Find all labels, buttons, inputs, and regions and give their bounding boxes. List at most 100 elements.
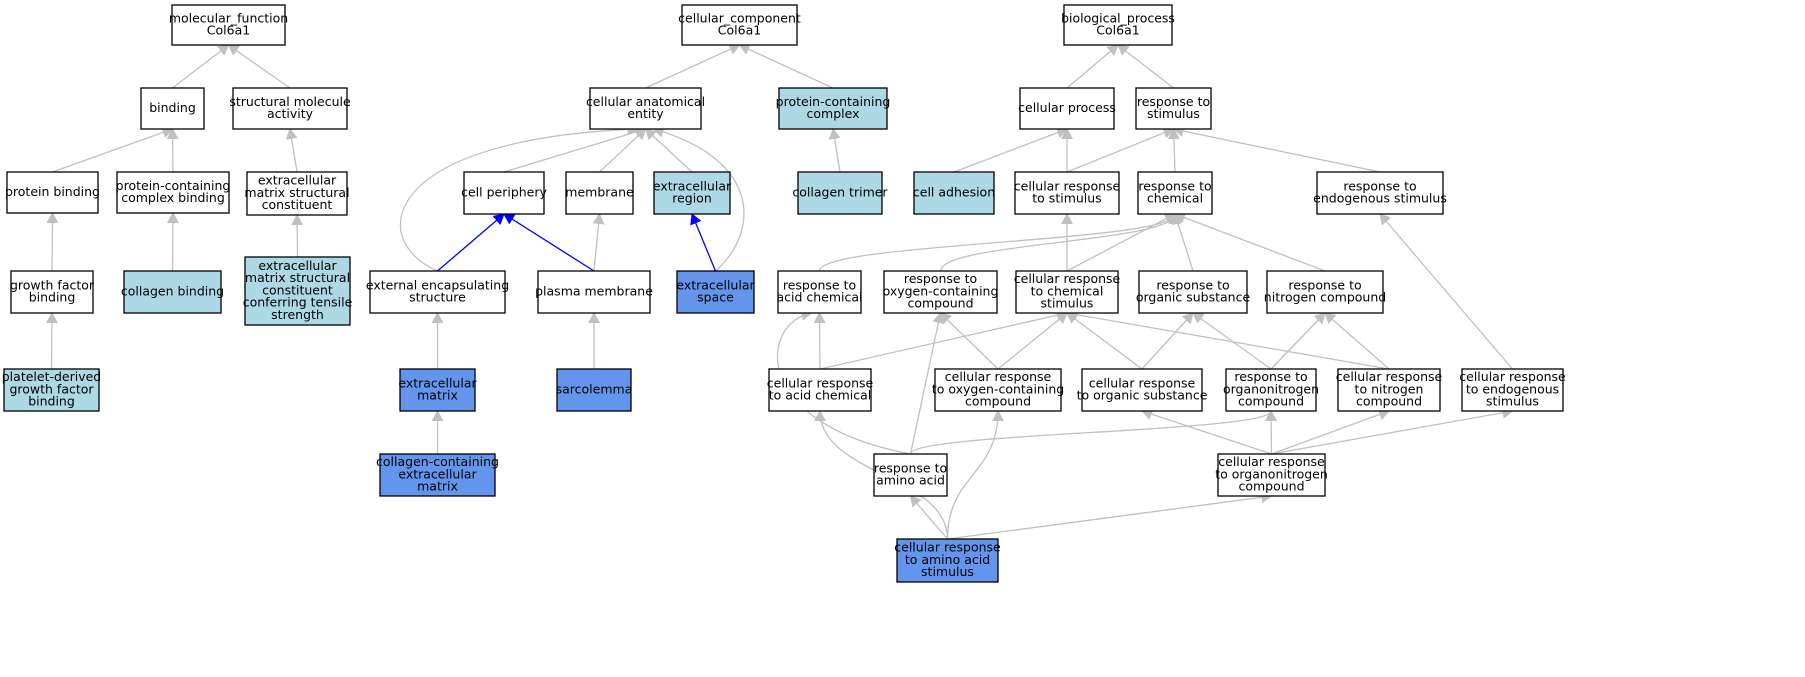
- go-term-box: [556, 368, 632, 412]
- go-term-box: [778, 87, 888, 130]
- go-term-node-membrane[interactable]: membrane: [565, 171, 634, 215]
- edge-cellproc-to-bp: [1066, 44, 1119, 89]
- go-term-label-line: response to: [1343, 178, 1416, 193]
- go-term-box: [246, 171, 348, 216]
- go-term-label-line: acid chemical: [776, 290, 862, 305]
- go-term-label-line: external encapsulating: [366, 277, 509, 292]
- go-term-label-line: matrix: [417, 479, 458, 494]
- edge-croxy-to-crchem: [997, 312, 1068, 370]
- go-term-box: [463, 171, 545, 215]
- go-term-label-line: structural molecule: [229, 94, 351, 109]
- go-term-node-protbind[interactable]: protein binding: [5, 171, 100, 214]
- go-term-label-line: stimulus: [1041, 296, 1094, 311]
- go-term-label-line: collagen binding: [121, 283, 224, 298]
- edge-cracid-to-crchem: [819, 309, 1068, 370]
- go-term-label-line: extracellular: [398, 375, 477, 390]
- go-term-label-line: to oxygen-containing: [932, 381, 1064, 396]
- go-term-box: [913, 171, 995, 215]
- go-term-box: [399, 368, 476, 412]
- go-term-label-line: molecular_function: [169, 10, 288, 25]
- go-term-label-line: sarcolemma: [556, 381, 633, 396]
- go-term-node-binding[interactable]: binding: [140, 87, 205, 130]
- edge-ees-to-cellper: [437, 213, 505, 272]
- go-term-label-line: stimulus: [1147, 106, 1200, 121]
- go-term-label-line: to nitrogen: [1355, 381, 1424, 396]
- go-term-label-line: matrix structural: [244, 185, 349, 200]
- go-term-box: [896, 538, 999, 583]
- go-term-label-line: extracellular: [676, 277, 755, 292]
- go-term-node-coltrimer[interactable]: collagen trimer: [792, 171, 888, 215]
- go-term-label-line: entity: [627, 106, 664, 121]
- go-term-box: [123, 270, 222, 314]
- go-term-box: [1063, 4, 1173, 46]
- edge-crnitro-to-rnitro: [1324, 312, 1390, 370]
- go-term-label-line: to amino acid: [905, 552, 990, 567]
- go-term-node-cellproc[interactable]: cellular process: [1018, 87, 1116, 130]
- go-term-label-line: stimulus: [921, 564, 974, 579]
- go-term-box: [1461, 368, 1564, 412]
- go-term-label-line: protein-containing: [116, 178, 231, 193]
- go-term-node-celladh[interactable]: cell adhesion: [913, 171, 995, 215]
- go-term-label-line: response to: [904, 271, 977, 286]
- go-term-box: [6, 171, 99, 214]
- go-term-label-line: stimulus: [1486, 394, 1539, 409]
- go-term-box: [1138, 270, 1248, 314]
- go-term-box: [653, 171, 731, 215]
- edge-crorgn-to-crorg: [1141, 408, 1272, 455]
- go-term-node-colbind[interactable]: collagen binding: [121, 270, 224, 314]
- go-term-box: [1225, 368, 1317, 412]
- go-term-node-cellper[interactable]: cell periphery: [461, 171, 547, 215]
- go-term-box: [777, 270, 862, 314]
- edge-celladh-to-cellproc: [953, 126, 1068, 173]
- go-term-label-line: nitrogen compound: [1264, 290, 1386, 305]
- go-term-node-sarcolemma[interactable]: sarcolemma: [556, 368, 633, 412]
- go-term-label-line: Col6a1: [1096, 23, 1139, 38]
- edge-cae-to-cc: [645, 43, 741, 89]
- go-term-node-plasmamem[interactable]: plasma membrane: [535, 270, 653, 314]
- go-term-label-line: constituent: [262, 282, 333, 297]
- go-term-label-line: binding: [28, 394, 75, 409]
- go-term-label-line: conferring tensile: [243, 295, 353, 310]
- go-term-box: [1137, 171, 1213, 215]
- go-term-label-line: endogenous stimulus: [1313, 191, 1447, 206]
- edge-cracid-to-racid: [813, 312, 826, 370]
- go-term-label-line: response to: [783, 277, 856, 292]
- go-term-box: [1316, 171, 1444, 215]
- edge-ecregion-to-cae: [644, 128, 693, 173]
- go-term-label-line: response to: [1234, 369, 1307, 384]
